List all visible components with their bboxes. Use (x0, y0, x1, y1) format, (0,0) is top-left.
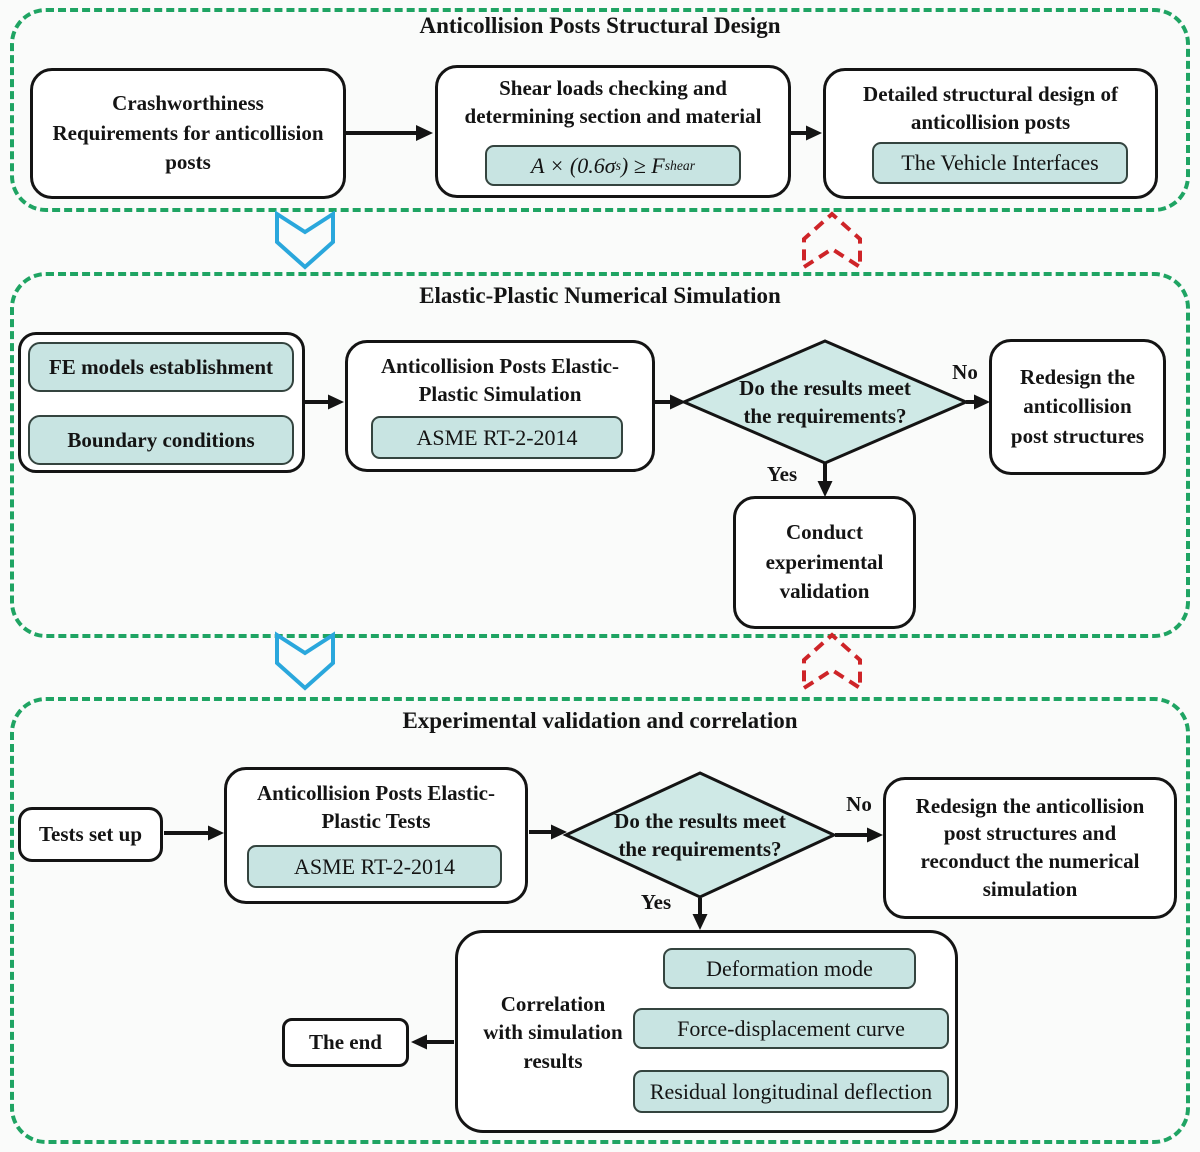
decision-no-arrow-sim (966, 394, 990, 410)
simulation-box-title: Anticollision Posts Elastic- Plastic Sim… (380, 354, 619, 407)
flow-down-chevron-icon-2 (275, 631, 335, 691)
vehicle-interfaces-tag: The Vehicle Interfaces (872, 142, 1128, 184)
simulation-section-frame (10, 272, 1190, 638)
simulation-to-decision-arrow (655, 394, 686, 410)
tests-no-label: No (846, 792, 872, 816)
tests-decision-diamond (562, 771, 838, 899)
decision-no-arrow-tests (835, 827, 883, 843)
conduct-validation-label: Conduct experimental validation (765, 520, 884, 604)
fe-models-box: FE models establishment (28, 342, 294, 392)
redesign-reconduct-box: Redesign the anticollision post structur… (883, 777, 1177, 919)
residual-deflection-tag: Residual longitudinal deflection (633, 1070, 949, 1113)
fe-to-simulation-arrow (305, 394, 344, 410)
design-section-title: Anticollision Posts Structural Design (419, 13, 781, 38)
shear-formula-sub2: shear (664, 157, 695, 173)
loop-back-chevron-icon-1 (802, 211, 862, 271)
simulation-section-title: Elastic-Plastic Numerical Simulation (419, 283, 781, 308)
boundary-conditions-box: Boundary conditions (28, 415, 294, 465)
redesign-posts-box: Redesign the anticollision post structur… (989, 339, 1166, 475)
validation-section-frame (10, 697, 1190, 1144)
correlation-to-end-arrow (411, 1034, 454, 1050)
simulation-no-label: No (952, 360, 978, 384)
redesign-posts-label: Redesign the anticollision post structur… (1010, 364, 1145, 448)
crashworthiness-label: Crashworthiness Requirements for anticol… (52, 91, 324, 175)
detailed-design-title: Detailed structural design of anticollis… (863, 82, 1118, 135)
tests-setup-box: Tests set up (18, 807, 163, 862)
tests-yes-label: Yes (640, 890, 672, 914)
design-section-frame (10, 8, 1190, 212)
tests-standard-tag: ASME RT-2-2014 (247, 845, 502, 888)
correlation-label: Correlation with simulation results (483, 991, 623, 1073)
conduct-validation-box: Conduct experimental validation (733, 496, 916, 629)
tests-to-decision-arrow (529, 824, 567, 840)
simulation-standard-tag: ASME RT-2-2014 (371, 416, 623, 459)
crashworthiness-box: Crashworthiness Requirements for anticol… (30, 68, 346, 199)
shear-formula-part1: A × (0.6σ (531, 152, 616, 178)
simulation-yes-label: Yes (766, 462, 798, 486)
loop-back-chevron-icon-2 (802, 632, 862, 692)
decision-yes-arrow-sim (817, 463, 833, 497)
crash-to-shear-arrow (346, 125, 433, 141)
decision-yes-arrow-tests (692, 898, 708, 930)
flow-down-chevron-icon-1 (275, 210, 335, 270)
tests-box-title: Anticollision Posts Elastic- Plastic Tes… (256, 781, 495, 834)
redesign-reconduct-label: Redesign the anticollision post structur… (915, 793, 1145, 901)
setup-to-tests-arrow (164, 825, 224, 841)
shear-check-title: Shear loads checking and determining sec… (464, 76, 762, 129)
shear-to-detailed-arrow (791, 125, 822, 141)
tests-decision-label: Do the results meet the requirements? (614, 808, 786, 861)
shear-formula-sub1: s (615, 157, 621, 173)
deformation-mode-tag: Deformation mode (663, 948, 916, 989)
tests-setup-label: Tests set up (38, 821, 143, 846)
validation-section-title: Experimental validation and correlation (402, 708, 798, 733)
shear-formula-part2: ) ≥ F (620, 152, 665, 178)
simulation-decision-label: Do the results meet the requirements? (739, 375, 911, 428)
end-label: The end (309, 1029, 382, 1054)
force-displacement-tag: Force-displacement curve (633, 1008, 949, 1049)
end-box: The end (282, 1018, 409, 1067)
